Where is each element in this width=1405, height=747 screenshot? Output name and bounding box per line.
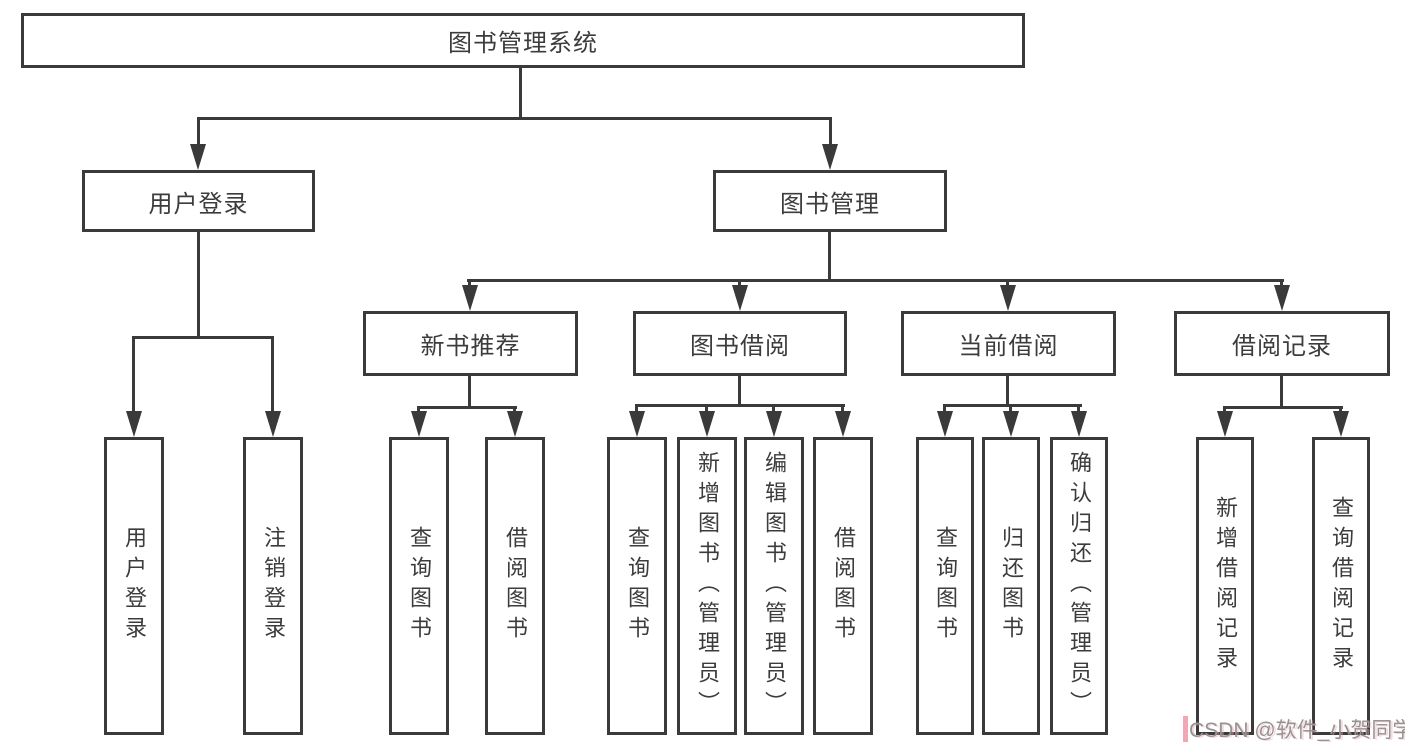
arrowhead-down-icon <box>699 411 715 437</box>
leaf-edit-books-admin: 编辑图书（管理员） <box>744 437 804 735</box>
node-new-book-recommend: 新书推荐 <box>363 311 578 376</box>
connector-vline <box>271 336 274 417</box>
node-label: 图书管理系统 <box>448 30 598 57</box>
node-label: 图书管理 <box>780 190 880 218</box>
watermark: CSDN @软件_小贺同学 <box>1183 714 1405 744</box>
leaf-label: 归还图书 <box>999 526 1024 646</box>
leaf-query-borrow-record: 查询借阅记录 <box>1312 437 1370 735</box>
connector-vline <box>519 68 522 120</box>
leaf-user-login: 用户登录 <box>104 437 164 735</box>
connector-vline <box>635 404 638 417</box>
arrowhead-down-icon <box>766 411 782 437</box>
leaf-logout: 注销登录 <box>243 437 303 735</box>
connector-hline <box>197 117 832 120</box>
leaf-confirm-return-admin: 确认归还（管理员） <box>1050 437 1108 735</box>
connector-vline <box>1006 376 1009 407</box>
connector-vline <box>197 232 200 339</box>
connector-vline <box>1077 404 1080 417</box>
connector-hline <box>1223 406 1343 409</box>
leaf-borrow-books: 借阅图书 <box>813 437 873 735</box>
connector-vline <box>738 376 741 407</box>
connector-vline <box>829 117 832 150</box>
leaf-label: 借阅图书 <box>503 526 528 646</box>
leaf-query-books-borrow: 查询图书 <box>607 437 667 735</box>
node-book-borrow: 图书借阅 <box>633 311 847 376</box>
arrowhead-down-icon <box>937 411 953 437</box>
connector-vline <box>197 117 200 150</box>
leaf-label: 查询图书 <box>625 526 650 646</box>
arrowhead-down-icon <box>1071 411 1087 437</box>
leaf-label: 用户登录 <box>122 526 147 646</box>
leaf-label: 编辑图书（管理员） <box>762 451 787 721</box>
connector-hline <box>635 404 845 407</box>
watermark-accent <box>1183 716 1188 742</box>
leaf-return-books: 归还图书 <box>982 437 1040 735</box>
connector-vline <box>1009 404 1012 417</box>
node-label: 新书推荐 <box>420 333 521 360</box>
node-user-login: 用户登录 <box>82 170 315 232</box>
connector-vline <box>943 404 946 417</box>
leaf-label: 注销登录 <box>261 526 286 646</box>
node-borrow-record: 借阅记录 <box>1174 311 1390 376</box>
arrowhead-down-icon <box>835 411 851 437</box>
connector-vline <box>841 404 844 417</box>
connector-hline <box>417 406 517 409</box>
leaf-label: 新增借阅记录 <box>1213 496 1238 676</box>
arrowhead-down-icon <box>1274 285 1290 311</box>
arrowhead-down-icon <box>507 411 523 437</box>
connector-hline <box>467 279 1284 282</box>
leaf-label: 查询图书 <box>933 526 958 646</box>
arrowhead-down-icon <box>462 285 478 311</box>
leaf-query-books-newbook: 查询图书 <box>389 437 449 735</box>
arrowhead-down-icon <box>1333 411 1349 437</box>
leaf-label: 确认归还（管理员） <box>1067 451 1092 721</box>
arrowhead-down-icon <box>822 144 838 170</box>
connector-vline <box>468 376 471 409</box>
connector-vline <box>705 404 708 417</box>
node-label: 借阅记录 <box>1232 333 1332 360</box>
node-label: 用户登录 <box>148 190 249 218</box>
arrowhead-down-icon <box>411 411 427 437</box>
arrowhead-down-icon <box>1000 285 1016 311</box>
node-label: 图书借阅 <box>690 333 790 360</box>
connector-vline <box>132 336 135 417</box>
leaf-query-books-current: 查询图书 <box>916 437 974 735</box>
arrowhead-down-icon <box>126 411 142 437</box>
connector-vline <box>1280 376 1283 409</box>
arrowhead-down-icon <box>732 285 748 311</box>
arrowhead-down-icon <box>1217 411 1233 437</box>
leaf-label: 新增图书（管理员） <box>695 451 720 721</box>
leaf-add-books-admin: 新增图书（管理员） <box>677 437 737 735</box>
watermark-text: CSDN @软件_小贺同学 <box>1189 719 1405 742</box>
leaf-label: 借阅图书 <box>831 526 856 646</box>
node-library-management-system: 图书管理系统 <box>21 13 1025 68</box>
leaf-borrow-books-newbook: 借阅图书 <box>485 437 545 735</box>
arrowhead-down-icon <box>1003 411 1019 437</box>
arrowhead-down-icon <box>265 411 281 437</box>
connector-hline <box>943 404 1082 407</box>
node-book-management: 图书管理 <box>713 170 947 232</box>
node-current-borrow: 当前借阅 <box>901 311 1116 376</box>
leaf-add-borrow-record: 新增借阅记录 <box>1196 437 1254 735</box>
leaf-label: 查询图书 <box>407 526 432 646</box>
connector-vline <box>772 404 775 417</box>
leaf-label: 查询借阅记录 <box>1329 496 1354 676</box>
connector-hline <box>132 336 274 339</box>
connector-vline <box>828 232 831 282</box>
node-label: 当前借阅 <box>958 333 1059 360</box>
arrowhead-down-icon <box>190 144 206 170</box>
arrowhead-down-icon <box>629 411 645 437</box>
